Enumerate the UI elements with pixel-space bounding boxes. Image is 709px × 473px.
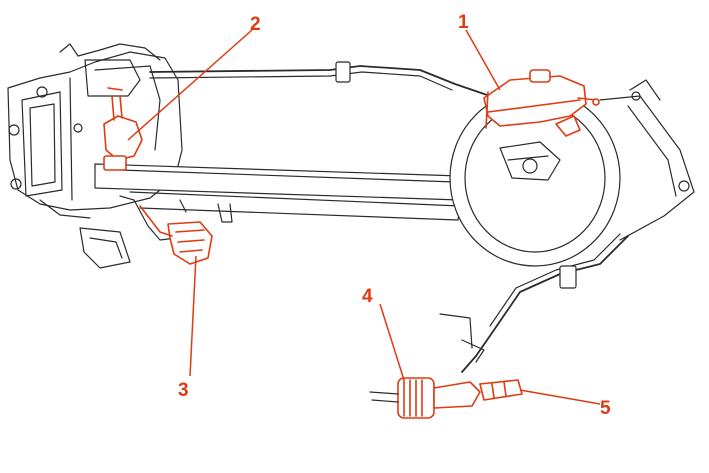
callout-1: 1	[458, 12, 469, 33]
brake-booster	[449, 79, 695, 267]
callout-5: 5	[600, 398, 611, 419]
clutch-reservoir	[483, 69, 600, 137]
hydraulic-line	[439, 233, 629, 373]
callout-2: 2	[250, 14, 261, 35]
callout-3: 3	[178, 380, 189, 401]
clutch-slave-cylinder	[369, 377, 481, 419]
leader-lines	[127, 29, 601, 405]
slave-hose-fitting	[479, 379, 523, 401]
clutch-pedal	[119, 195, 213, 265]
callout-4: 4	[362, 286, 373, 307]
clutch-master-cylinder	[103, 87, 143, 171]
